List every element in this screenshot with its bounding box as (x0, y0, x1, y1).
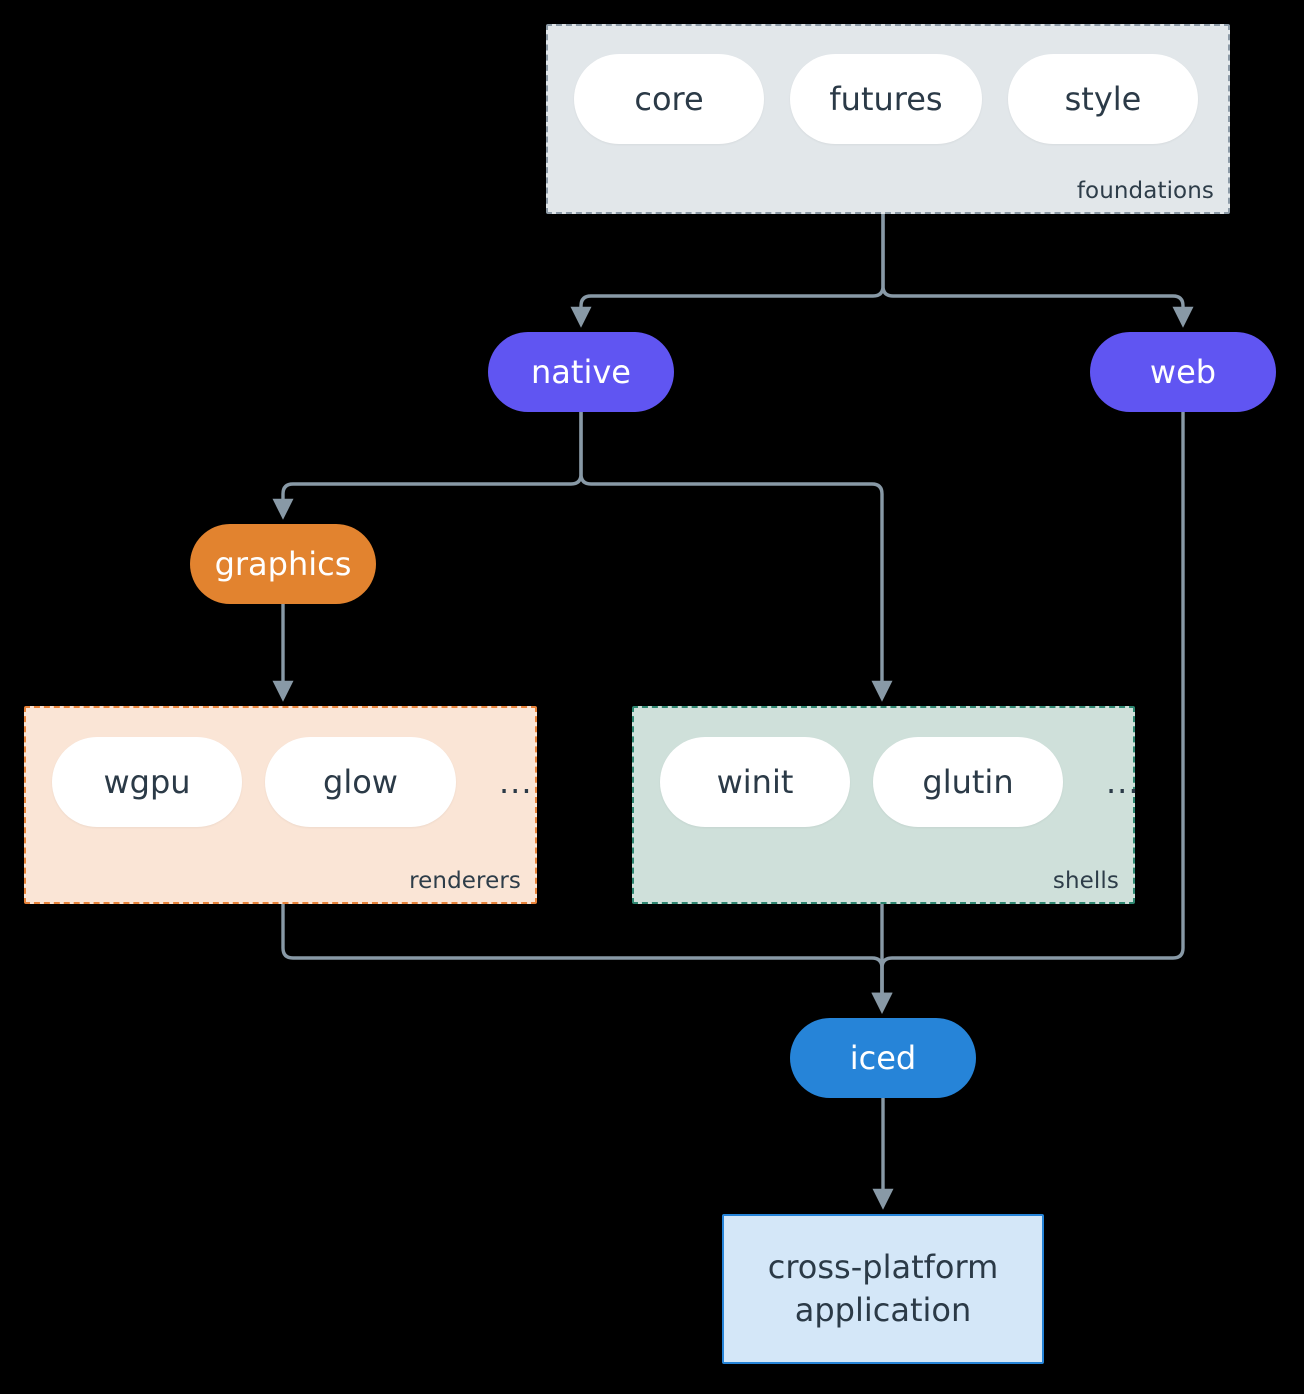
group-label-shells: shells (1052, 868, 1119, 894)
leaf-winit[interactable]: winit (660, 737, 850, 827)
application-line-2: application (794, 1291, 972, 1329)
application-line-1: cross-platform (767, 1247, 999, 1286)
node-cross-platform-application[interactable]: cross-platform application (722, 1214, 1044, 1364)
leaf-core[interactable]: core (574, 54, 764, 144)
node-graphics[interactable]: graphics (190, 524, 376, 604)
group-foundations: core futures style foundations (546, 24, 1230, 214)
edge-foundations-native (570, 214, 885, 328)
leaf-futures[interactable]: futures (790, 54, 982, 144)
edge-native-shells (579, 412, 893, 702)
leaf-glutin[interactable]: glutin (873, 737, 1063, 827)
node-web[interactable]: web (1090, 332, 1276, 412)
leaf-style[interactable]: style (1008, 54, 1198, 144)
edge-foundations-web (881, 214, 1194, 328)
node-native[interactable]: native (488, 332, 674, 412)
shells-items: winit glutin ... (660, 737, 1140, 827)
group-renderers: wgpu glow ... renderers (24, 706, 537, 904)
foundations-items: core futures style (574, 54, 1198, 144)
edge-renderers-iced (281, 904, 893, 1014)
group-label-foundations: foundations (1076, 178, 1214, 204)
shells-more-ellipsis: ... (1106, 763, 1140, 801)
group-shells: winit glutin ... shells (632, 706, 1139, 904)
node-iced[interactable]: iced (790, 1018, 976, 1098)
renderers-items: wgpu glow ... (52, 737, 533, 827)
renderers-more-ellipsis: ... (499, 763, 533, 801)
leaf-wgpu[interactable]: wgpu (52, 737, 242, 827)
edge-native-graphics (272, 412, 583, 520)
leaf-glow[interactable]: glow (265, 737, 456, 827)
group-label-renderers: renderers (409, 868, 521, 894)
